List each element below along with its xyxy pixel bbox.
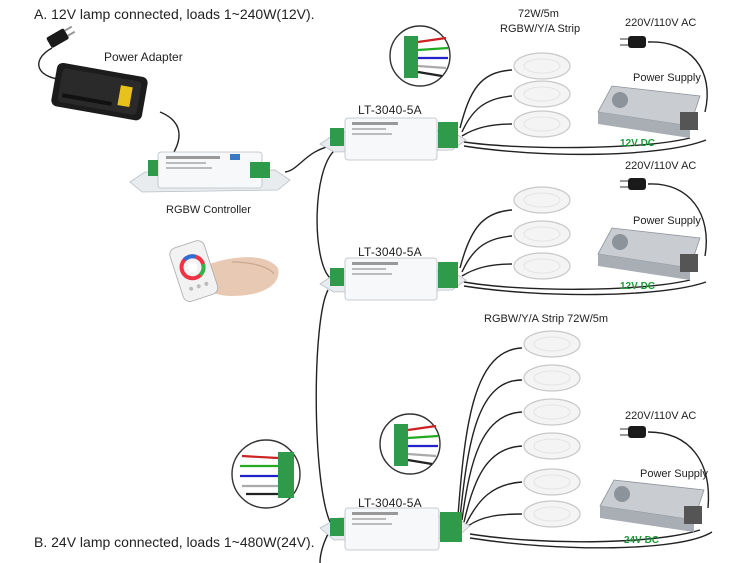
section-a-title: A. 12V lamp connected, loads 1~240W(12V)…: [34, 6, 315, 22]
amplifier-2-label: LT-3040-5A: [358, 245, 422, 259]
strip-reel: [523, 468, 581, 496]
amp3-strip6-wire: [467, 513, 523, 527]
ac-plug-icon: [620, 178, 646, 190]
strip-reel-inner-rings: [523, 58, 571, 522]
led-strip-reels: [513, 52, 581, 528]
strip-reel: [513, 186, 571, 214]
strip-reel: [513, 252, 571, 280]
amp2-strip2-wire: [461, 235, 513, 273]
amp3-psu-wire: [469, 529, 701, 543]
ac-input-label-3: 220V/110V AC: [625, 410, 697, 422]
amp2-strip3-wire: [461, 263, 513, 277]
amplifier-2-device: [319, 257, 467, 301]
amp2-strip1-wire: [459, 209, 513, 269]
strip-reel: [523, 330, 581, 358]
ac-plug-icon: [620, 426, 646, 438]
amp1-psu-wire: [463, 137, 691, 149]
amp2-psu-wire: [463, 279, 691, 290]
rgbw-controller-label: RGBW Controller: [166, 204, 251, 216]
remote-control-icon: [169, 240, 279, 302]
terminal-zoom-detail-mid: [379, 413, 441, 475]
amp1-psu-wire-b: [463, 139, 707, 156]
power-supply-label-3: Power Supply: [640, 468, 708, 480]
amp-chain-wire-2: [315, 289, 331, 523]
amp3-psu-wire-b: [469, 531, 713, 549]
amp1-strip1-wire: [459, 69, 513, 129]
strip-reel: [523, 432, 581, 460]
power-supply-2-device: [597, 227, 701, 280]
power-adapter-plug-icon: [46, 25, 76, 48]
ac-plug-icon: [620, 36, 646, 48]
strip-reel: [523, 364, 581, 392]
amplifier-3-device: [319, 507, 471, 551]
amp3-strip3-wire: [461, 411, 523, 521]
terminal-zoom-detail-top: [389, 25, 451, 87]
dc-output-label-2: 12V DC: [620, 281, 656, 292]
strip-type-top: RGBW/Y/A Strip: [500, 23, 581, 35]
power-supply-3-device: [599, 479, 705, 532]
dc-output-label-1: 12V DC: [620, 138, 656, 149]
strip-reel: [513, 52, 571, 80]
section-b-title: B. 24V lamp connected, loads 1~480W(24V)…: [34, 534, 315, 550]
power-supply-label-2: Power Supply: [633, 215, 701, 227]
strip-reel: [513, 80, 571, 108]
amp2-psu-wire-b: [463, 281, 707, 296]
ac-cord-1: [647, 41, 708, 113]
strip-reel: [523, 398, 581, 426]
strip-reel: [513, 110, 571, 138]
amp3-strip4-wire: [463, 445, 523, 523]
amplifier-1-device: [319, 117, 467, 161]
ac-input-label-2: 220V/110V AC: [625, 160, 697, 172]
power-supply-label-1: Power Supply: [633, 72, 701, 84]
controller-to-amp1-wire: [284, 144, 336, 173]
rgbw-controller-device: [129, 151, 291, 193]
amplifier-3-label: LT-3040-5A: [358, 496, 422, 510]
strip-spec-mid: RGBW/Y/A Strip 72W/5m: [484, 313, 609, 325]
amp1-strip2-wire: [461, 95, 513, 133]
amp3-strip1-wire: [457, 347, 523, 517]
strip-reel: [523, 500, 581, 528]
ac-input-label-1: 220V/110V AC: [625, 17, 697, 29]
amp3-strip2-wire: [459, 379, 523, 519]
power-adapter: [51, 62, 148, 121]
amplifier-1-label: LT-3040-5A: [358, 103, 422, 117]
strip-spec-top: 72W/5m: [518, 8, 559, 20]
power-adapter-label: Power Adapter: [104, 50, 183, 64]
amp3-strip5-wire: [465, 481, 523, 525]
ac-cord-2: [647, 183, 707, 257]
amp-chain-wire: [316, 149, 336, 279]
strip-reel: [513, 220, 571, 248]
terminal-zoom-detail-bottom: [231, 439, 301, 509]
power-supply-1-device: [597, 85, 701, 138]
ac-cord-3: [647, 431, 710, 509]
dc-output-label-3: 24V DC: [624, 535, 660, 546]
amp1-strip3-wire: [461, 123, 513, 137]
